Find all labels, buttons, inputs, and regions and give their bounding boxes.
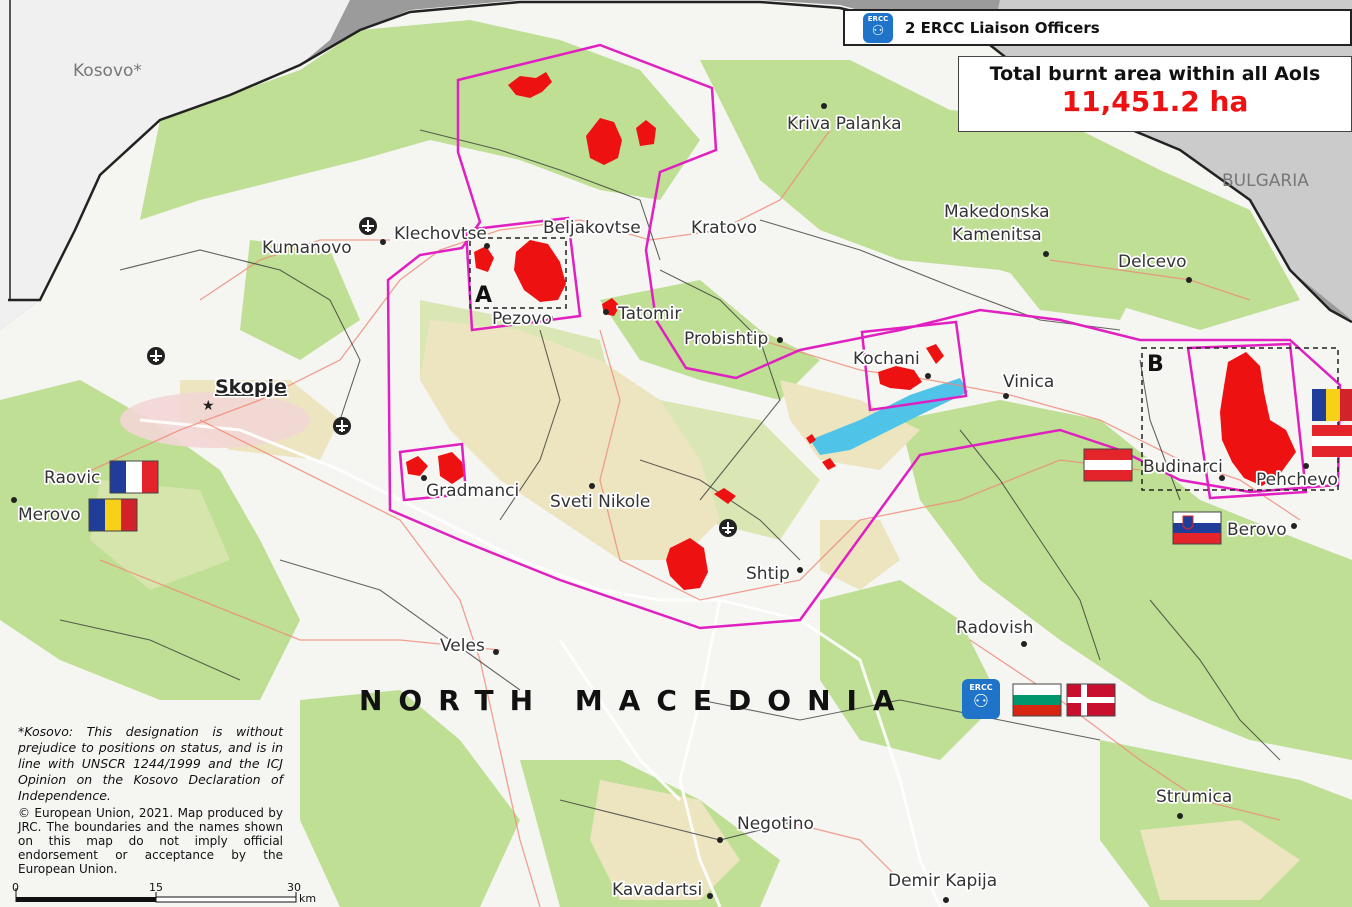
scale-label-max: 30 bbox=[287, 881, 301, 894]
flag-austria bbox=[1312, 425, 1352, 457]
aoi-b-frame bbox=[1141, 347, 1339, 491]
place-label-strumica[interactable]: Strumica bbox=[1154, 785, 1234, 809]
scale-label-mid: 15 bbox=[149, 881, 163, 894]
national-border bbox=[8, 0, 1352, 324]
boundaries bbox=[59, 129, 1281, 841]
airport-icon bbox=[359, 217, 377, 235]
burnt-area bbox=[714, 488, 736, 504]
country-label-north-macedonia: NORTH MACEDONIA bbox=[359, 684, 911, 717]
country-label-bulgaria: BULGARIA bbox=[1222, 171, 1309, 191]
place-label-beljakovtse[interactable]: Beljakovtse bbox=[541, 216, 642, 240]
agriculture-layer bbox=[180, 320, 1300, 900]
ercc-badge-text: ERCC bbox=[969, 683, 993, 692]
burnt-area bbox=[822, 458, 836, 470]
burnt-area bbox=[636, 120, 656, 146]
total-burnt-area-value: 11,451.2 ha bbox=[1061, 85, 1249, 118]
burnt-area bbox=[514, 240, 566, 302]
place-label-kumanovo[interactable]: Kumanovo bbox=[260, 236, 353, 260]
flag-romania bbox=[88, 498, 138, 532]
aoi-a-label: A bbox=[475, 283, 492, 308]
place-label-pezovo[interactable]: Pezovo bbox=[490, 307, 553, 331]
aoi-b-label: B bbox=[1147, 352, 1164, 377]
place-label-berovo[interactable]: Berovo bbox=[1225, 518, 1288, 542]
capital-star: ★ bbox=[202, 398, 215, 414]
place-label-gradmanci[interactable]: Gradmanci bbox=[424, 479, 521, 503]
aoi-a-frame bbox=[469, 237, 567, 309]
country-label-kosovo: Kosovo* bbox=[73, 61, 142, 81]
place-label-raovic[interactable]: Raovic bbox=[42, 466, 102, 490]
aoi-kochani bbox=[860, 320, 968, 412]
place-label-kavadartsi[interactable]: Kavadartsi bbox=[610, 878, 704, 902]
ercc-icon: ERCC ⚇ bbox=[863, 13, 893, 43]
flag-france bbox=[109, 460, 159, 494]
copyright-notice: © European Union, 2021. Map produced by … bbox=[18, 806, 283, 876]
burnt-area bbox=[406, 456, 428, 476]
place-label-pehchevo[interactable]: Pehchevo bbox=[1254, 468, 1339, 492]
burnt-area bbox=[926, 344, 944, 364]
place-label-makedonska[interactable]: Makedonska bbox=[942, 200, 1051, 224]
place-label-budinarci[interactable]: Budinarci bbox=[1141, 455, 1224, 479]
kosovo-disclaimer: *Kosovo: This designation is without pre… bbox=[18, 724, 283, 803]
ercc-badge-text: ERCC bbox=[867, 15, 889, 23]
burnt-area bbox=[878, 366, 922, 390]
ercc-officers-text: 2 ERCC Liaison Officers bbox=[905, 18, 1100, 37]
place-label-kochani[interactable]: Kochani bbox=[851, 347, 921, 371]
flag-denmark bbox=[1066, 683, 1116, 717]
place-label-tatomir[interactable]: Tatomir bbox=[615, 302, 683, 326]
lake bbox=[810, 378, 968, 455]
place-label-kriva-palanka[interactable]: Kriva Palanka bbox=[785, 112, 903, 136]
burnt-area bbox=[438, 452, 464, 484]
airport-icon bbox=[719, 519, 737, 537]
flag-slovenia bbox=[1172, 511, 1222, 545]
place-label-radovish[interactable]: Radovish bbox=[954, 616, 1035, 640]
burnt-area bbox=[1220, 352, 1296, 486]
place-label-kamenitsa[interactable]: Kamenitsa bbox=[950, 223, 1043, 247]
disclaimer: *Kosovo: This designation is without pre… bbox=[18, 724, 283, 876]
burnt-area bbox=[474, 246, 494, 272]
city-dots bbox=[11, 103, 1309, 903]
place-label-demir-kapija[interactable]: Demir Kapija bbox=[886, 869, 999, 893]
flag-austria bbox=[1083, 448, 1133, 482]
place-label-delcevo[interactable]: Delcevo bbox=[1116, 250, 1188, 274]
place-label-kratovo[interactable]: Kratovo bbox=[689, 216, 759, 240]
burnt-areas bbox=[406, 72, 1296, 590]
burnt-area bbox=[586, 118, 622, 165]
place-label-shtip[interactable]: Shtip bbox=[744, 562, 791, 586]
place-label-veles[interactable]: Veles bbox=[438, 634, 486, 658]
place-label-vinica[interactable]: Vinica bbox=[1001, 370, 1056, 394]
aoi-b-inner bbox=[1186, 342, 1308, 500]
scale-bar: 0 15 30 km bbox=[12, 881, 316, 905]
place-label-sveti-nikole[interactable]: Sveti Nikole bbox=[548, 490, 652, 514]
burnt-area bbox=[806, 434, 816, 444]
burnt-area bbox=[666, 538, 708, 590]
place-label-merovo[interactable]: Merovo bbox=[16, 503, 82, 527]
rivers bbox=[139, 418, 942, 907]
place-label-klechovtse[interactable]: Klechovtse bbox=[392, 222, 488, 246]
scale-label-unit: km bbox=[299, 892, 316, 905]
skopje-urban bbox=[120, 392, 310, 448]
place-label-probishtip[interactable]: Probishtip bbox=[682, 327, 770, 351]
capital-label-skopje[interactable]: Skopje bbox=[213, 374, 288, 400]
total-burnt-area-box: Total burnt area within all AoIs 11,451.… bbox=[958, 56, 1352, 132]
flag-bulgaria bbox=[1012, 683, 1062, 717]
aoi-gradmanci bbox=[398, 442, 468, 502]
scale-label-zero: 0 bbox=[12, 881, 19, 894]
ercc-liaison-bar: ERCC ⚇ 2 ERCC Liaison Officers bbox=[843, 9, 1352, 46]
roads bbox=[69, 129, 1301, 907]
ercc-icon: ERCC ⚇ bbox=[962, 679, 1000, 719]
total-burnt-area-title: Total burnt area within all AoIs bbox=[989, 63, 1321, 85]
airports bbox=[147, 217, 737, 537]
people-icon: ⚇ bbox=[871, 23, 885, 39]
airport-icon bbox=[333, 417, 351, 435]
kosovo-north-region bbox=[0, 0, 350, 330]
place-label-negotino[interactable]: Negotino bbox=[735, 812, 815, 836]
flag-romania bbox=[1312, 389, 1352, 421]
airport-icon bbox=[147, 347, 165, 365]
people-icon: ⚇ bbox=[972, 691, 990, 712]
burnt-area bbox=[508, 72, 552, 98]
